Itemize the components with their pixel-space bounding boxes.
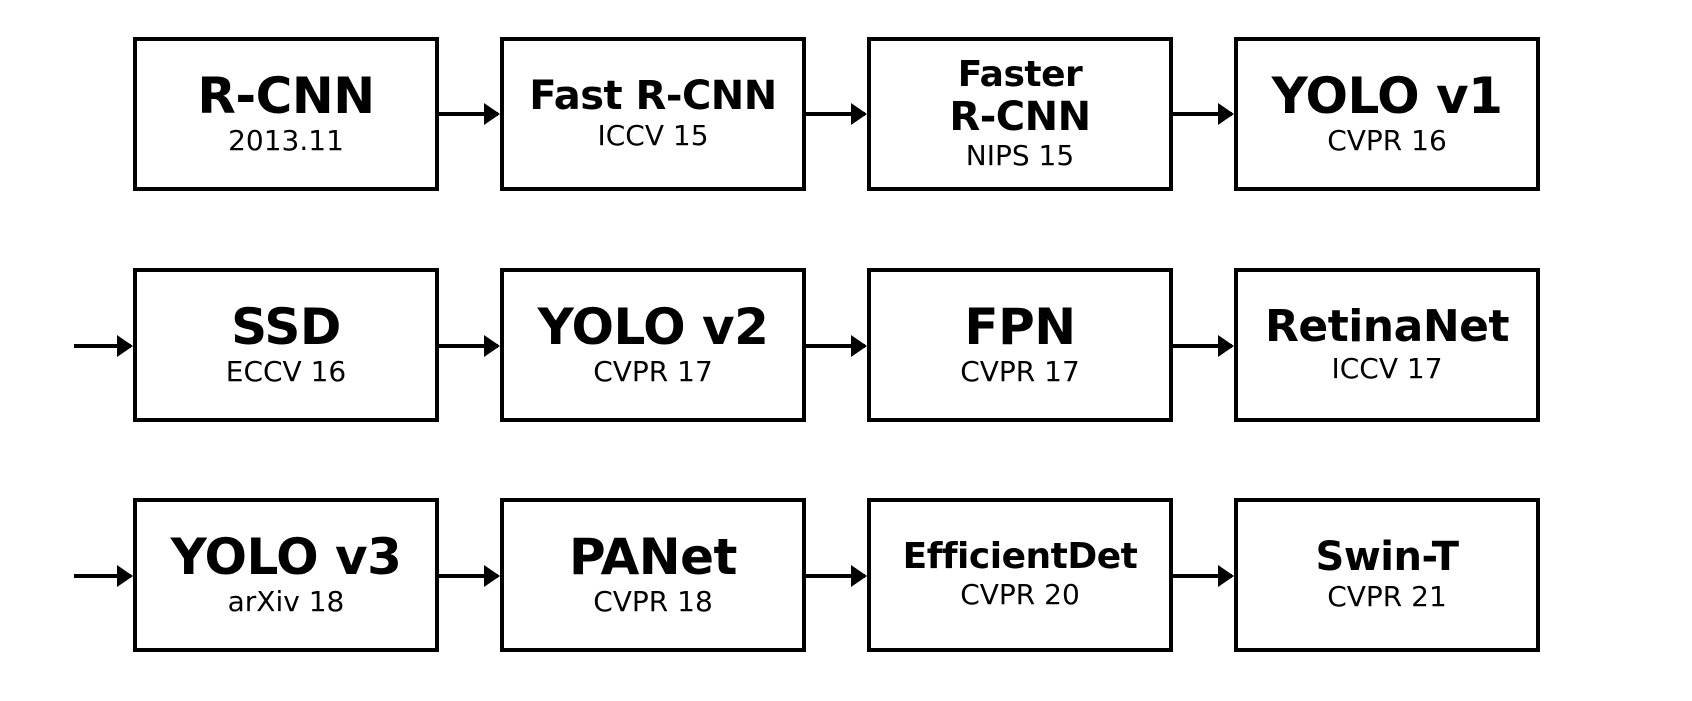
node-title: Fast R-CNN xyxy=(529,73,777,120)
node-venue: CVPR 16 xyxy=(1327,124,1447,158)
node-title: YOLO v3 xyxy=(170,527,402,586)
arrow-rcnn-to-fast-rcnn xyxy=(439,103,500,125)
node-rcnn: R-CNN 2013.11 xyxy=(133,37,439,191)
arrow-into-yolo-v3 xyxy=(74,565,133,587)
node-title: R-CNN xyxy=(197,66,375,125)
arrow-into-ssd xyxy=(74,335,133,357)
node-venue: CVPR 21 xyxy=(1327,580,1447,614)
node-venue: ICCV 17 xyxy=(1331,352,1443,386)
arrow-ssd-to-yolo-v2 xyxy=(439,335,500,357)
node-yolo-v2: YOLO v2 CVPR 17 xyxy=(500,268,806,422)
node-title: Swin-T xyxy=(1315,534,1459,581)
node-title: YOLO v1 xyxy=(1271,66,1503,125)
arrow-fast-rcnn-to-faster-rcnn xyxy=(806,103,867,125)
node-venue: ECCV 16 xyxy=(225,355,347,389)
node-title: YOLO v2 xyxy=(537,297,769,356)
node-retinanet: RetinaNet ICCV 17 xyxy=(1234,268,1540,422)
node-venue: CVPR 18 xyxy=(593,585,713,619)
node-title-line-2: R-CNN xyxy=(949,94,1091,140)
arrow-efficientdet-to-swin-t xyxy=(1173,565,1234,587)
node-title: EfficientDet xyxy=(902,536,1138,578)
node-title: SSD xyxy=(231,297,341,356)
node-venue: CVPR 17 xyxy=(960,355,1080,389)
node-venue: 2013.11 xyxy=(228,124,344,158)
node-yolo-v3: YOLO v3 arXiv 18 xyxy=(133,498,439,652)
node-title-line-1: Faster xyxy=(957,54,1083,96)
arrow-faster-rcnn-to-yolo-v1 xyxy=(1173,103,1234,125)
node-panet: PANet CVPR 18 xyxy=(500,498,806,652)
node-venue: arXiv 18 xyxy=(227,585,345,619)
node-swin-t: Swin-T CVPR 21 xyxy=(1234,498,1540,652)
node-venue: ICCV 15 xyxy=(597,119,709,153)
node-title: FPN xyxy=(964,297,1076,356)
node-fast-rcnn: Fast R-CNN ICCV 15 xyxy=(500,37,806,191)
arrow-yolo-v2-to-fpn xyxy=(806,335,867,357)
arrow-yolo-v3-to-panet xyxy=(439,565,500,587)
node-faster-rcnn: Faster R-CNN NIPS 15 xyxy=(867,37,1173,191)
node-venue: NIPS 15 xyxy=(965,139,1075,172)
node-venue: CVPR 17 xyxy=(593,355,713,389)
arrow-fpn-to-retinanet xyxy=(1173,335,1234,357)
node-yolo-v1: YOLO v1 CVPR 16 xyxy=(1234,37,1540,191)
node-ssd: SSD ECCV 16 xyxy=(133,268,439,422)
node-venue: CVPR 20 xyxy=(960,578,1080,612)
node-fpn: FPN CVPR 17 xyxy=(867,268,1173,422)
node-title: RetinaNet xyxy=(1264,301,1510,353)
node-efficientdet: EfficientDet CVPR 20 xyxy=(867,498,1173,652)
arrow-panet-to-efficientdet xyxy=(806,565,867,587)
node-title: PANet xyxy=(569,527,737,586)
